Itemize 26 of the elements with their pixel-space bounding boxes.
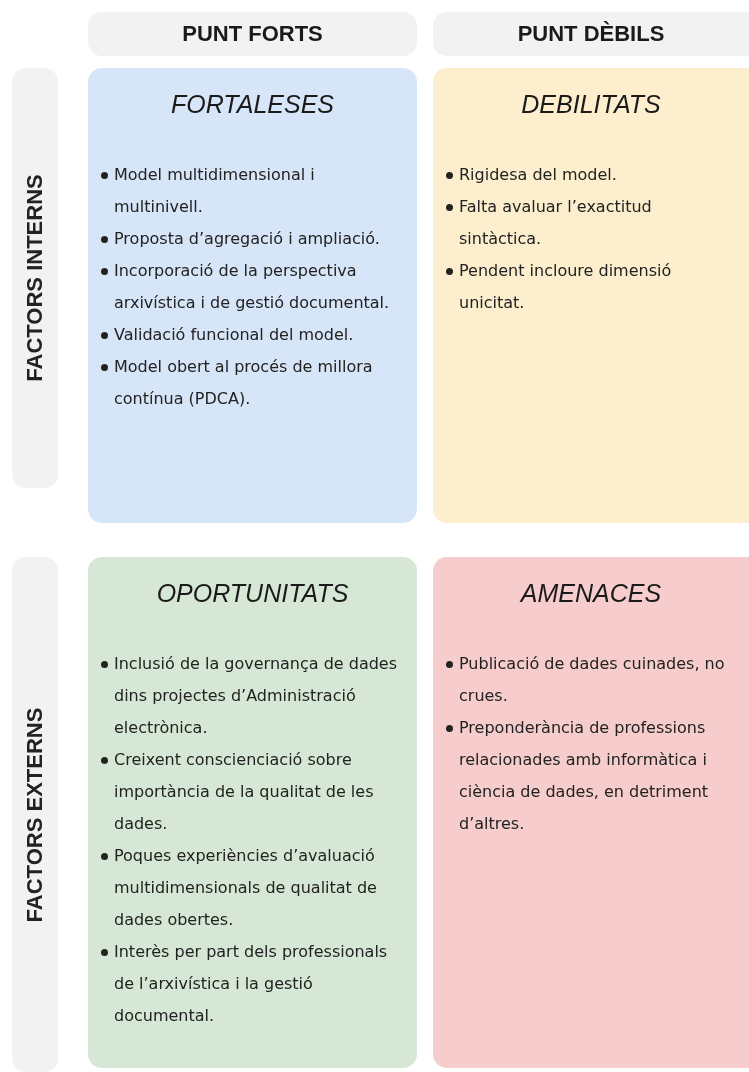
quadrant-card bbox=[433, 557, 749, 1068]
quadrant-card bbox=[88, 557, 417, 1068]
list-item: Interès per part dels professionals de l’arxivística i la gestió documental. bbox=[114, 942, 388, 1025]
list-item: Publicació de dades cuinades, no crues. bbox=[459, 654, 725, 705]
list-item: Pendent incloure dimensió unicitat. bbox=[459, 261, 672, 312]
quadrant-title: DEBILITATS bbox=[520, 90, 662, 119]
header-text: PUNT FORTS bbox=[182, 21, 323, 47]
list-item: Incorporació de la perspectiva arxivística i de gestió documental. bbox=[114, 261, 390, 312]
list-item: Validació funcional del model. bbox=[114, 325, 354, 344]
quadrant-card bbox=[88, 68, 417, 523]
list-item: Rigidesa del model. bbox=[459, 165, 617, 184]
list-item: Inclusió de la governança de dades dins projectes d’Administració electrònica. bbox=[114, 654, 398, 737]
list-item: Model multidimensional i multinivell. bbox=[114, 165, 315, 216]
header-text: FACTORS EXTERNS bbox=[22, 707, 48, 922]
quadrant-title: AMENACES bbox=[518, 579, 663, 608]
quadrant-card bbox=[433, 68, 749, 523]
header-text: FACTORS INTERNS bbox=[22, 174, 48, 382]
list-item: Poques experiències d’avaluació multidimensionals de qualitat de dades obertes. bbox=[114, 846, 377, 929]
list-item: Proposta d’agregació i ampliació. bbox=[114, 229, 380, 248]
quadrant-title: FORTALESES bbox=[170, 90, 335, 119]
list-item: Preponderància de professions relacionades amb informàtica i ciència de dades, en detriment d’altres. bbox=[459, 718, 709, 833]
list-item: Falta avaluar l’exactitud sintàctica. bbox=[459, 197, 652, 248]
list-item: Model obert al procés de millora contínua (PDCA). bbox=[114, 357, 373, 408]
header-text: PUNT DÈBILS bbox=[517, 21, 665, 47]
list-item: Creixent conscienciació sobre importància de la qualitat de les dades. bbox=[114, 750, 374, 833]
quadrant-title: OPORTUNITATS bbox=[155, 579, 350, 608]
